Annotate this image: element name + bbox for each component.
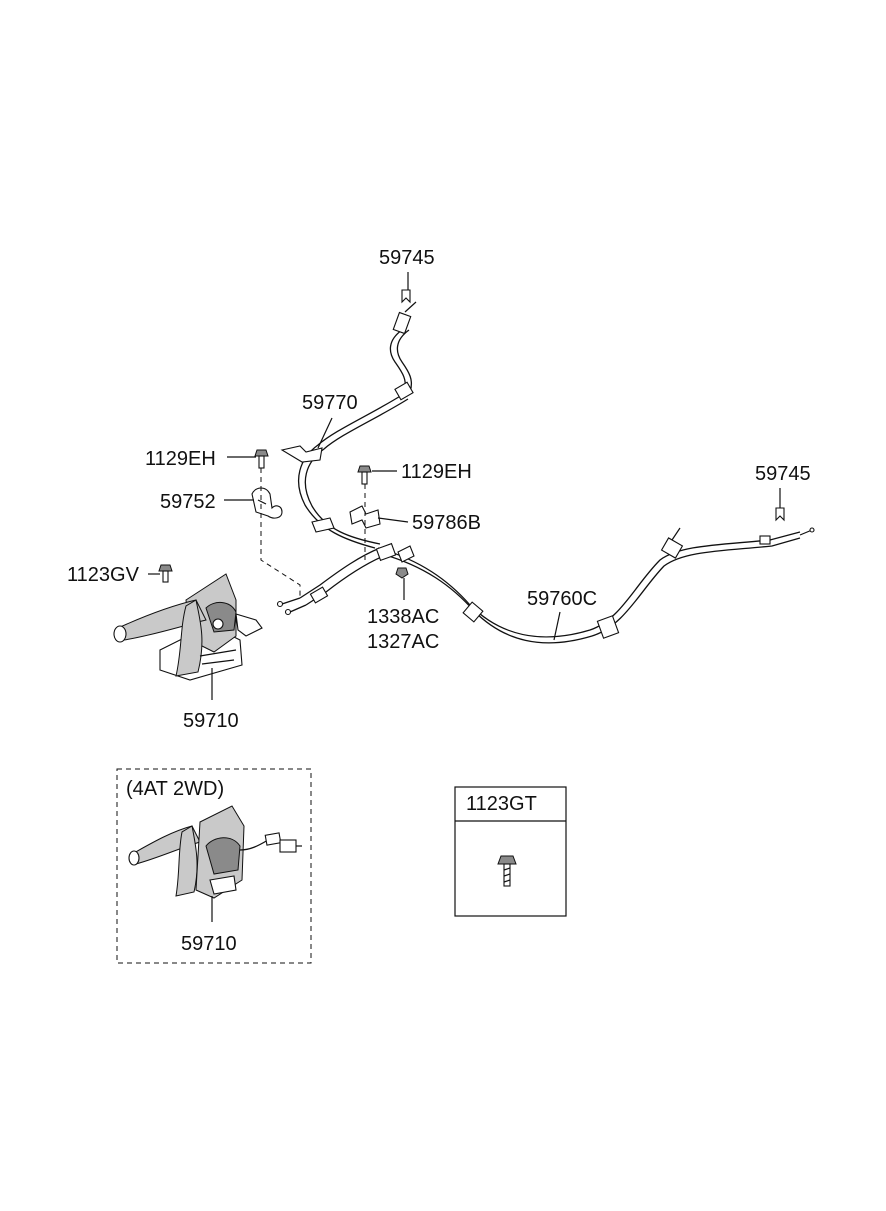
variant-title: (4AT 2WD) — [126, 778, 224, 800]
label-1129EH-left: 1129EH — [145, 448, 216, 470]
clip-59745-top — [401, 289, 411, 304]
legend-box-1123GT: 1123GT — [454, 786, 567, 917]
label-59786B: 59786B — [412, 512, 481, 534]
clip-59745-right — [775, 507, 785, 522]
label-59745-right: 59745 — [755, 463, 811, 485]
bracket-59786B — [349, 505, 381, 529]
label-1327AC: 1327AC — [367, 631, 439, 653]
label-1129EH-right: 1129EH — [401, 461, 472, 483]
bracket-59752 — [251, 487, 283, 519]
parking-brake-lever-variant — [128, 805, 302, 922]
label-59710-main: 59710 — [183, 710, 239, 732]
bolt-1129EH-right — [357, 465, 372, 485]
label-59745-top: 59745 — [379, 247, 435, 269]
label-59760C: 59760C — [527, 588, 597, 610]
leader-lines — [148, 272, 781, 700]
label-1123GV: 1123GV — [67, 564, 140, 586]
label-59752: 59752 — [160, 491, 216, 513]
label-1338AC: 1338AC — [367, 606, 439, 628]
label-59710-variant: 59710 — [181, 933, 237, 955]
bolt-1123GV — [158, 564, 173, 583]
legend-part-number: 1123GT — [466, 793, 537, 815]
cable-59760C — [377, 527, 815, 644]
cable-59770 — [280, 301, 417, 549]
parking-brake-lever-59710 — [113, 573, 263, 681]
bolt-icon — [497, 855, 517, 887]
assembly-guides — [260, 468, 366, 596]
front-cable-equalizer — [276, 542, 415, 616]
nut-1338AC — [395, 567, 409, 579]
label-59770: 59770 — [302, 392, 358, 414]
bolt-1129EH-left — [254, 449, 269, 469]
variant-box-4at-2wd: (4AT 2WD) 59710 — [116, 768, 312, 964]
